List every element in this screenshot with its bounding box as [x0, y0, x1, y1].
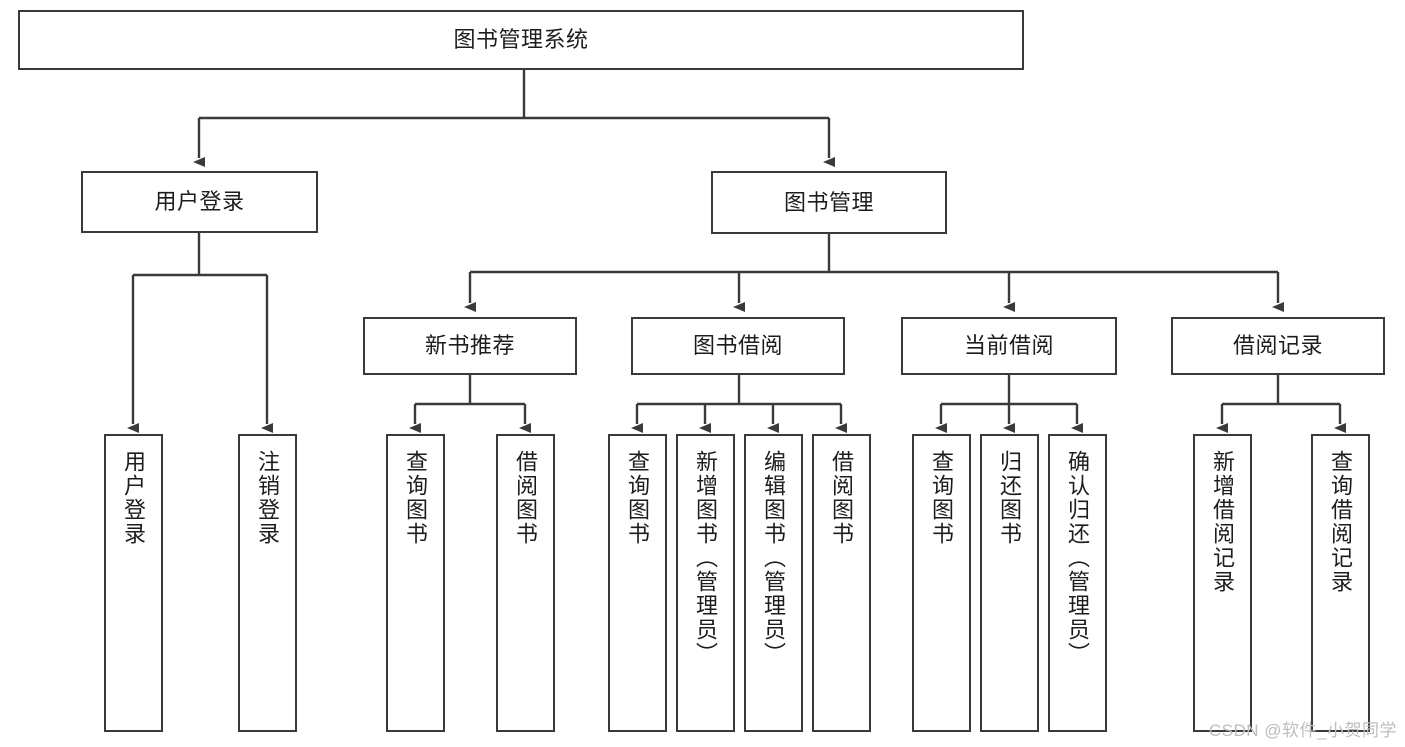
leaf-book-borrow-borrow-books[interactable]: 借阅图书 — [812, 434, 871, 732]
leaf-book-borrow-query-books[interactable]: 查询图书 — [608, 434, 667, 732]
node-label: 借阅图书 — [513, 450, 539, 546]
leaf-user-login-login[interactable]: 用户登录 — [104, 434, 163, 732]
node-label: 用户登录 — [121, 450, 147, 546]
node-label: 编辑图书（管理员） — [761, 450, 787, 666]
node-label: 借阅图书 — [829, 450, 855, 546]
node-label: 当前借阅 — [963, 333, 1054, 359]
node-label: 归还图书 — [997, 450, 1023, 546]
leaf-current-borrow-return-books[interactable]: 归还图书 — [980, 434, 1039, 732]
leaf-book-borrow-edit-book-admin[interactable]: 编辑图书（管理员） — [744, 434, 803, 732]
node-label: 新书推荐 — [424, 333, 515, 359]
node-new-book-recommendation[interactable]: 新书推荐 — [363, 317, 577, 375]
node-label: 图书管理 — [783, 189, 874, 215]
csdn-watermark: CSDN @软件_小贺同学 — [1208, 721, 1397, 740]
node-book-management[interactable]: 图书管理 — [711, 171, 947, 234]
node-label: 用户登录 — [154, 189, 245, 215]
node-label: 查询借阅记录 — [1328, 450, 1354, 594]
leaf-current-borrow-query-books[interactable]: 查询图书 — [912, 434, 971, 732]
leaf-user-login-logout[interactable]: 注销登录 — [238, 434, 297, 732]
node-label: 查询图书 — [929, 450, 955, 546]
leaf-borrow-record-add-record[interactable]: 新增借阅记录 — [1193, 434, 1252, 732]
node-label: 确认归还（管理员） — [1065, 450, 1091, 666]
node-root-book-management-system[interactable]: 图书管理系统 — [18, 10, 1024, 70]
node-current-borrowing[interactable]: 当前借阅 — [901, 317, 1117, 375]
node-book-borrowing[interactable]: 图书借阅 — [631, 317, 845, 375]
leaf-current-borrow-confirm-return-admin[interactable]: 确认归还（管理员） — [1048, 434, 1107, 732]
leaf-book-borrow-add-book-admin[interactable]: 新增图书（管理员） — [676, 434, 735, 732]
node-label: 新增图书（管理员） — [693, 450, 719, 666]
node-label: 注销登录 — [255, 450, 281, 546]
leaf-new-book-query-books[interactable]: 查询图书 — [386, 434, 445, 732]
node-user-login[interactable]: 用户登录 — [81, 171, 318, 233]
leaf-borrow-record-query-record[interactable]: 查询借阅记录 — [1311, 434, 1370, 732]
node-borrow-records[interactable]: 借阅记录 — [1171, 317, 1385, 375]
node-label: 图书借阅 — [692, 333, 783, 359]
leaf-new-book-borrow-books[interactable]: 借阅图书 — [496, 434, 555, 732]
node-label: 图书管理系统 — [453, 27, 589, 53]
node-label: 查询图书 — [625, 450, 651, 546]
node-label: 查询图书 — [403, 450, 429, 546]
node-label: 新增借阅记录 — [1210, 450, 1236, 594]
node-label: 借阅记录 — [1232, 333, 1323, 359]
